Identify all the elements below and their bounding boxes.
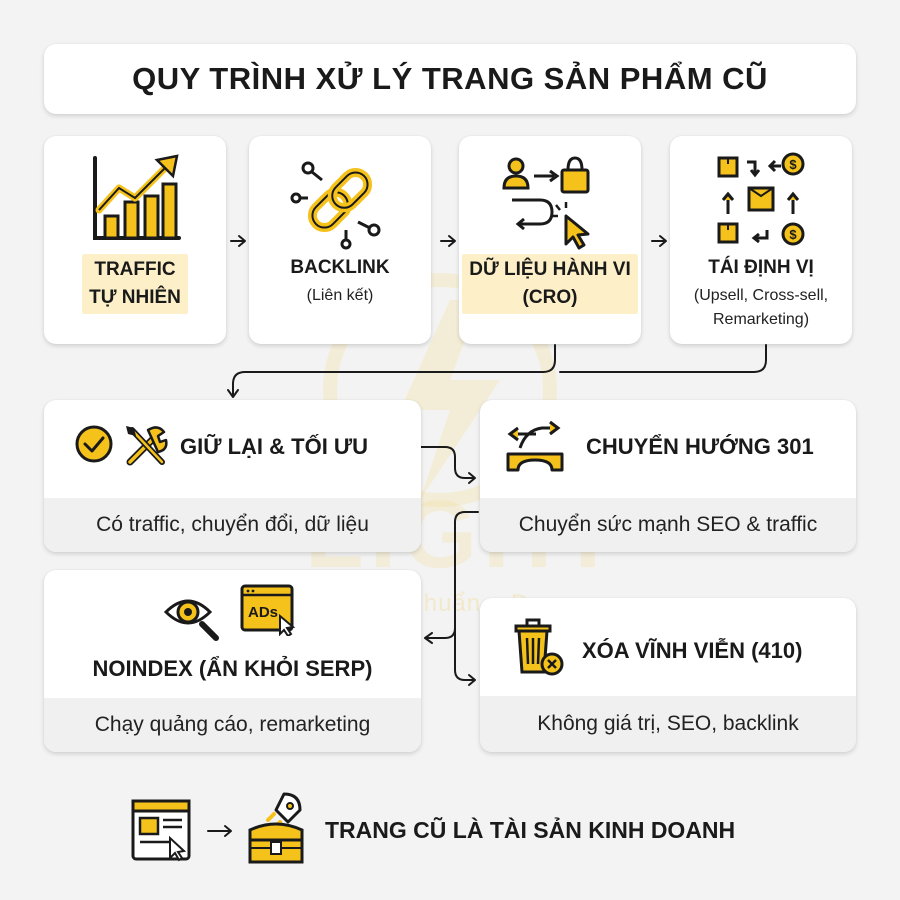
step-backlink-subtitle: (Liên kết) bbox=[306, 287, 374, 304]
step-traffic: TRAFFIC TỰ NHIÊN bbox=[44, 136, 226, 344]
option-delete-desc: Không giá trị, SEO, backlink bbox=[480, 696, 856, 752]
page-title: QUY TRÌNH XỬ LÝ TRANG SẢN PHẨM CŨ bbox=[132, 61, 768, 96]
step-traffic-title: TRAFFIC TỰ NHIÊN bbox=[82, 254, 188, 314]
growth-chart-icon bbox=[93, 154, 181, 240]
option-keep-title: GIỮ LẠI & TỐI ƯU bbox=[180, 434, 369, 459]
title-card: QUY TRÌNH XỬ LÝ TRANG SẢN PHẨM CŨ bbox=[44, 44, 856, 114]
step-repositioning-subtitle: (Upsell, Cross-sell, bbox=[693, 287, 829, 304]
option-noindex-desc: Chạy quảng cáo, remarketing bbox=[44, 698, 421, 752]
option-delete-title: XÓA VĨNH VIỄN (410) bbox=[582, 638, 803, 663]
chain-link-icon bbox=[290, 161, 381, 250]
step-backlink-title: BACKLINK bbox=[290, 257, 390, 278]
svg-text:$: $ bbox=[789, 157, 797, 172]
tools-icon bbox=[126, 426, 168, 466]
ads-label: ADs bbox=[248, 604, 279, 621]
option-keep: GIỮ LẠI & TỐI ƯU Có traffic, chuyển đổi,… bbox=[44, 400, 421, 552]
webpage-icon bbox=[131, 799, 191, 862]
step-behavior-data: DỮ LIỆU HÀNH VI (CRO) bbox=[459, 136, 641, 344]
eye-magnifier-icon bbox=[163, 599, 219, 641]
check-circle-icon bbox=[75, 425, 113, 463]
step-repositioning-title: TÁI ĐỊNH VỊ bbox=[708, 257, 814, 278]
svg-text:$: $ bbox=[789, 227, 797, 242]
option-noindex-title: NOINDEX (ẨN KHỎI SERP) bbox=[92, 656, 373, 681]
option-delete-410: XÓA VĨNH VIỄN (410) Không giá trị, SEO, … bbox=[480, 598, 856, 752]
redirect-bridge-icon bbox=[506, 420, 564, 472]
step-behavior-title: DỮ LIỆU HÀNH VI (CRO) bbox=[462, 254, 638, 314]
trash-bin-icon bbox=[514, 618, 564, 676]
user-journey-icon bbox=[502, 156, 590, 250]
option-redirect-desc: Chuyển sức mạnh SEO & traffic bbox=[480, 498, 856, 552]
step-backlink: BACKLINK (Liên kết) bbox=[249, 136, 431, 344]
footer-statement: TRANG CŨ LÀ TÀI SẢN KINH DOANH bbox=[325, 817, 736, 843]
treasure-rocket-icon bbox=[248, 792, 304, 864]
option-noindex: ADs NOINDEX (ẨN KHỎI SERP) Chạy quảng cá… bbox=[44, 570, 421, 752]
step-repositioning-subtitle2: Remarketing) bbox=[712, 311, 810, 328]
exchange-cycle-icon: $ $ bbox=[717, 152, 805, 246]
option-redirect-301: CHUYỂN HƯỚNG 301 Chuyển sức mạnh SEO & t… bbox=[480, 400, 856, 552]
ads-window-icon: ADs bbox=[240, 584, 296, 636]
option-keep-desc: Có traffic, chuyển đổi, dữ liệu bbox=[44, 498, 421, 552]
option-redirect-title: CHUYỂN HƯỚNG 301 bbox=[586, 434, 814, 459]
step-repositioning: $ $ TÁI ĐỊNH VỊ (Upsell, Cross-sell, Rem… bbox=[670, 136, 852, 344]
